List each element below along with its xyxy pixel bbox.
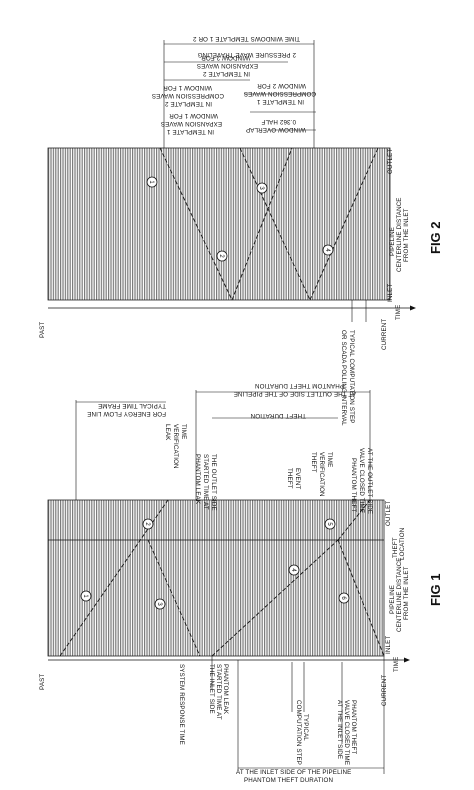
fig2-time-label: TIME — [395, 305, 402, 320]
svg-text:2: 2 — [144, 522, 150, 526]
fig1-top-brackets — [75, 390, 371, 500]
fig1-distance-label-2: CENTERLINE DISTANCE — [396, 557, 403, 632]
fig1-valve-2: VALVE CLOSED TIME — [343, 700, 350, 765]
fig2-time-windows-2: 2 PRESSURE WAVE TRAVELING — [198, 51, 296, 58]
fig1-current-label: CURRENT — [381, 675, 388, 706]
fig1-theft-verif-1: THEFT — [310, 452, 317, 473]
fig2-group: 1 2 3 4 PAST CURRENT TIME INLET OUTLET P… — [39, 35, 443, 426]
fig2-w2-expansion-2: EXPANSION WAVES — [197, 62, 258, 69]
fig1-leak-verif-3: TIME — [180, 424, 187, 439]
fig2-w2-compression-1: WINDOW 2 FOR — [257, 82, 306, 89]
fig2-w1-expansion-1: WINDOW 1 FOR — [169, 112, 218, 119]
fig2-top-brackets — [163, 40, 316, 148]
fig1-energy-2: FOR ENERGY FLOW LINE — [87, 410, 166, 417]
fig2-w1-expansion-3: IN TEMPLATE 1 — [166, 128, 214, 135]
fig1-theft-location-1: THEFT — [392, 537, 399, 558]
fig2-scada-2: OR SCADA POLLING INTERVAL — [340, 330, 347, 426]
fig1-theft-event-1: THEFT — [286, 468, 293, 489]
fig1-leak-verif-2: VERIFICATION — [172, 424, 179, 469]
fig2-w2-expansion-1: WINDOW 2 FOR — [201, 54, 250, 61]
svg-text:3: 3 — [258, 186, 264, 190]
svg-text:1: 1 — [148, 180, 154, 184]
fig1-system-response: SYSTEM RESPONSE TIME — [178, 664, 185, 745]
fig1-typical-1: TYPICAL — [302, 714, 309, 741]
fig1-markers: 1 2 3 4 5 6 — [80, 518, 350, 610]
fig2-distance-label-1: PIPELINE — [389, 227, 396, 256]
fig1-bottom-brackets — [211, 656, 385, 774]
svg-text:2: 2 — [218, 254, 224, 258]
fig2-inlet-label: INLET — [387, 284, 394, 302]
fig2-markers: 1 2 3 4 — [146, 176, 334, 262]
fig1-outlet-duration-1: PHANTOM THEFT DURATION — [255, 382, 344, 389]
fig1-energy-1: TYPICAL TIME FRAME — [98, 402, 166, 409]
fig1-time-label: TIME — [393, 657, 400, 672]
fig2-scada-1: TYPICAL COMPUTATION STEP — [348, 330, 355, 424]
fig1-phantom-out-3: THE OUTLET SIDE — [210, 454, 217, 511]
fig2-w2-expansion-3: IN TEMPLATE 2 — [202, 70, 250, 77]
fig1-phantom-out-1: PHANTOM LEAK — [194, 454, 201, 505]
fig2-overlap-1: 0.362 HALF — [261, 118, 296, 125]
svg-text:4: 4 — [324, 248, 330, 252]
fig1-valve-out-1: PHANTOM THEFT — [350, 458, 357, 512]
fig2-w1-compression-1: WINDOW 1 FOR — [163, 84, 212, 91]
fig1-theft-event-2: EVENT — [294, 468, 301, 489]
fig1-inlet-duration-1: PHANTOM THEFT DURATION — [244, 777, 333, 784]
svg-text:1: 1 — [82, 594, 88, 598]
fig1-outlet-label: OUTLET — [385, 501, 392, 526]
fig2-distance-label-3: FROM THE INLET — [403, 208, 410, 262]
fig1-outlet-duration-2: AT THE OUTLET SIDE OF THE PIPELINE — [234, 390, 356, 397]
fig1-phantom-out-2: STARTED TIME AT — [202, 454, 209, 510]
fig1-valve-out-2: VALVE CLOSED TIME — [358, 448, 365, 513]
fig1-theft-location-2: LOCATION — [399, 528, 406, 560]
fig1-inlet-label: INLET — [385, 636, 392, 654]
svg-text:5: 5 — [326, 522, 332, 526]
svg-text:6: 6 — [340, 596, 346, 600]
fig1-phantom-leak-3: THE INLET SIDE — [208, 664, 215, 714]
fig2-w1-compression-2: COMPRESSION WAVES — [152, 92, 224, 99]
fig2-title: FIG 2 — [428, 221, 443, 254]
svg-text:3: 3 — [156, 602, 162, 606]
fig2-time-windows-1: TIME WINDOWS TEMPLATE 1 OR 2 — [192, 35, 300, 42]
fig1-phantom-leak-1: PHANTOM LEAK — [222, 664, 229, 715]
fig1-wave-lines — [59, 499, 385, 657]
fig2-w1-expansion-2: EXPANSION WAVES — [161, 120, 222, 127]
fig1-past-label: PAST — [39, 674, 46, 690]
fig2-overlap-2: WINDOW OVERLAP — [246, 126, 306, 133]
fig2-w2-compression-3: IN TEMPLATE 1 — [256, 98, 304, 105]
fig2-outlet-label: OUTLET — [387, 149, 394, 174]
fig1-group: 1 2 3 4 5 6 PAST CURRENT TIME INLET OUTL… — [39, 382, 443, 784]
fig2-w1-compression-3: IN TEMPLATE 2 — [164, 100, 212, 107]
fig1-distance-label-3: FROM THE INLET — [403, 566, 410, 620]
fig1-theft-verif-3: TIME — [326, 452, 333, 467]
fig1-distance-label-1: PIPELINE — [389, 585, 396, 614]
fig2-past-label: PAST — [39, 322, 46, 338]
fig2-distance-label-2: CENTERLINE DISTANCE — [396, 197, 403, 272]
fig1-valve-1: PHANTOM THEFT — [350, 700, 357, 754]
fig1-theft-duration: THEFT DURATION — [251, 412, 307, 419]
fig1-phantom-leak-2: STARTED TIME AT — [215, 664, 222, 720]
fig1-valve-out-3: AT THE OUTLET SIDE — [366, 448, 373, 514]
fig1-theft-verif-2: VERIFICATION — [318, 452, 325, 497]
fig1-typical-2: COMPUTATION STEP — [295, 700, 302, 765]
fig2-current-label: CURRENT — [381, 319, 388, 350]
fig2-w2-compression-2: COMPRESSION WAVES — [244, 90, 316, 97]
fig1-inlet-duration-2: AT THE INLET SIDE OF THE PIPELINE — [236, 769, 351, 776]
fig2-hatched-band — [47, 147, 391, 301]
svg-text:4: 4 — [290, 568, 296, 572]
fig1-valve-3: AT THE INLET SIDE — [336, 700, 343, 759]
fig1-leak-verif-1: LEAK — [164, 424, 171, 441]
fig1-title: FIG 1 — [428, 573, 443, 606]
fig2-wave-lines — [159, 147, 379, 301]
